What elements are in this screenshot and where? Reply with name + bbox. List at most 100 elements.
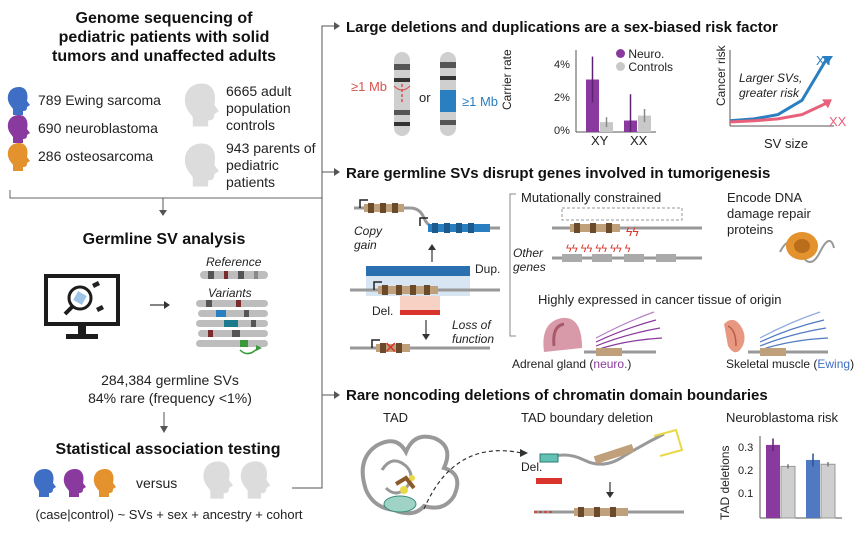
tad-tick-01: 0.1: [738, 488, 754, 500]
risk-xlabel: SV size: [764, 136, 809, 151]
svg-text:ϟϟ: ϟϟ: [626, 225, 639, 239]
head-icon-parent-controls: [184, 143, 219, 187]
cohort-label: Ewing sarcoma: [65, 92, 161, 108]
head-icon-osteo: [7, 143, 31, 171]
mutationally-label: Mutationally constrained: [521, 190, 662, 205]
adrenal-neuro-text: neuro.: [593, 357, 628, 371]
cohort-label: neuroblastoma: [65, 120, 158, 136]
analysis-title: Germline SV analysis: [82, 231, 246, 248]
risk-annotation: Larger SVs, greater risk: [739, 71, 803, 100]
dna-repair-protein-icon: [779, 232, 835, 263]
sv-rare: 84% rare (frequency <1%): [88, 390, 252, 406]
tad-bar-group2-1: [806, 459, 820, 518]
or-label: or: [419, 90, 431, 105]
skeletal-label: Skeletal muscle (Ewing): [726, 357, 854, 371]
cohort-osteosarcoma: 286 osteosarcoma: [6, 142, 176, 172]
carrier-bar-xx-controls: [638, 115, 651, 132]
risk-arrowhead-xx: [822, 99, 832, 109]
encode-label: Encode DNA damage repair proteins: [727, 190, 811, 237]
mechanism-bracket: [509, 193, 516, 337]
tad-deletions-chart: [759, 436, 842, 519]
control-adult: 6665 adult population controls: [226, 83, 326, 134]
skeletal-close: ): [850, 357, 855, 371]
carrier-x-xy: XY: [591, 133, 609, 148]
assoc-title: Statistical association testing: [55, 441, 281, 458]
tad-tick-02: 0.2: [738, 465, 754, 477]
highly-expressed-label: Highly expressed in cancer tissue of ori…: [538, 292, 782, 307]
tad-bar-group1-2: [780, 465, 796, 519]
risk-label-xx: XX: [829, 114, 847, 129]
tad-label: TAD: [383, 410, 409, 425]
cohort-neuroblastoma: 690 neuroblastoma: [6, 114, 176, 144]
skeletal-ewing-text: Ewing: [817, 357, 851, 371]
risk-arrowhead-xy: [822, 56, 832, 65]
head-icon-adult-controls: [184, 83, 219, 127]
tad-tick-03: 0.3: [738, 442, 754, 454]
carrier-ylabel: Carrier rate: [500, 49, 514, 110]
versus-label: versus: [136, 475, 178, 491]
left-title: Genome sequencing of pediatric patients …: [51, 10, 277, 65]
cohort-count: 286: [38, 148, 62, 164]
duplication-size: ≥1 Mb: [462, 94, 499, 109]
model-formula: (case|control) ~ SVs + sex + ancestry + …: [35, 507, 303, 522]
other-genes-label: Other genes: [513, 246, 546, 274]
gene-diagrams: ✕: [350, 199, 500, 357]
risk-label-xy: XY: [816, 53, 834, 68]
panel2-title: Rare germline SVs disrupt genes involved…: [346, 165, 771, 182]
cohort-ewing: 789 Ewing sarcoma: [6, 86, 176, 116]
legend-label-controls: Controls: [628, 60, 674, 74]
carrier-bar-xy-neuro: [586, 79, 599, 132]
cancer-risk-chart: [729, 50, 834, 127]
del-label: Del.: [372, 304, 394, 318]
cohort-label: osteosarcoma: [65, 148, 154, 164]
case-heads-icon: [33, 469, 116, 497]
control-parents: 943 parents of pediatric patients: [226, 140, 326, 191]
carrier-tick-0: 0%: [554, 125, 570, 137]
legend-swatch-controls: [616, 62, 625, 71]
adrenal-text: Adrenal gland (: [512, 357, 594, 371]
legend-neuro: Neuro.: [616, 47, 664, 61]
down-arrow-icon: [160, 412, 168, 433]
variant-chromosomes: [196, 300, 268, 355]
legend-label-neuro: Neuro.: [628, 47, 665, 61]
risk-ylabel: Cancer risk: [714, 45, 728, 106]
tad-boundary-label: TAD boundary deletion: [521, 410, 654, 425]
skeletal-muscle-icon: [724, 311, 829, 356]
legend-swatch-neuro: [616, 49, 625, 58]
carrier-tick-2: 2%: [554, 92, 570, 104]
nb-risk-label: Neuroblastoma risk: [726, 410, 838, 425]
risk-line-xy: [729, 59, 828, 123]
control-count: 6665: [226, 83, 258, 99]
skeletal-text: Skeletal muscle (: [726, 357, 818, 371]
svg-text:ϟϟ ϟϟ ϟϟ ϟϟ ϟ: ϟϟ ϟϟ ϟϟ ϟϟ ϟ: [566, 243, 631, 255]
deletion-size: ≥1 Mb: [351, 79, 388, 94]
cohort-count: 690: [38, 120, 62, 136]
head-icon-ewing: [7, 87, 31, 115]
tad-del-label: Del.: [521, 460, 543, 474]
adrenal-label: Adrenal gland (neuro.): [512, 357, 631, 371]
control-heads-icon: [203, 461, 271, 499]
carrier-tick-4: 4%: [554, 59, 570, 71]
carrier-rate-chart: [575, 50, 656, 133]
dup-label: Dup.: [475, 262, 501, 276]
adrenal-gland-icon: [543, 311, 663, 356]
tad-ylabel: TAD deletions: [718, 445, 732, 520]
cohort-count: 789: [38, 92, 62, 108]
carrier-x-xx: XX: [630, 133, 648, 148]
reference-label: Reference: [206, 255, 262, 269]
tad-bar-group2-2: [820, 463, 836, 519]
tad-boundary-diagram: [534, 428, 684, 517]
sv-count: 284,384 germline SVs: [101, 372, 239, 388]
computer-icon: [44, 274, 120, 339]
head-icon-neuro: [7, 115, 31, 143]
reference-chromosome: [200, 271, 268, 279]
adrenal-close: ): [627, 357, 632, 371]
panel1-title: Large deletions and duplications are a s…: [346, 19, 778, 36]
legend-controls: Controls: [616, 60, 673, 74]
control-label: parents of pediatric patients: [226, 140, 316, 190]
panel3-title: Rare noncoding deletions of chromatin do…: [346, 387, 768, 404]
duplication-chromosome: [440, 52, 456, 136]
arrow-right-icon: [150, 301, 170, 309]
control-count: 943: [226, 140, 250, 156]
